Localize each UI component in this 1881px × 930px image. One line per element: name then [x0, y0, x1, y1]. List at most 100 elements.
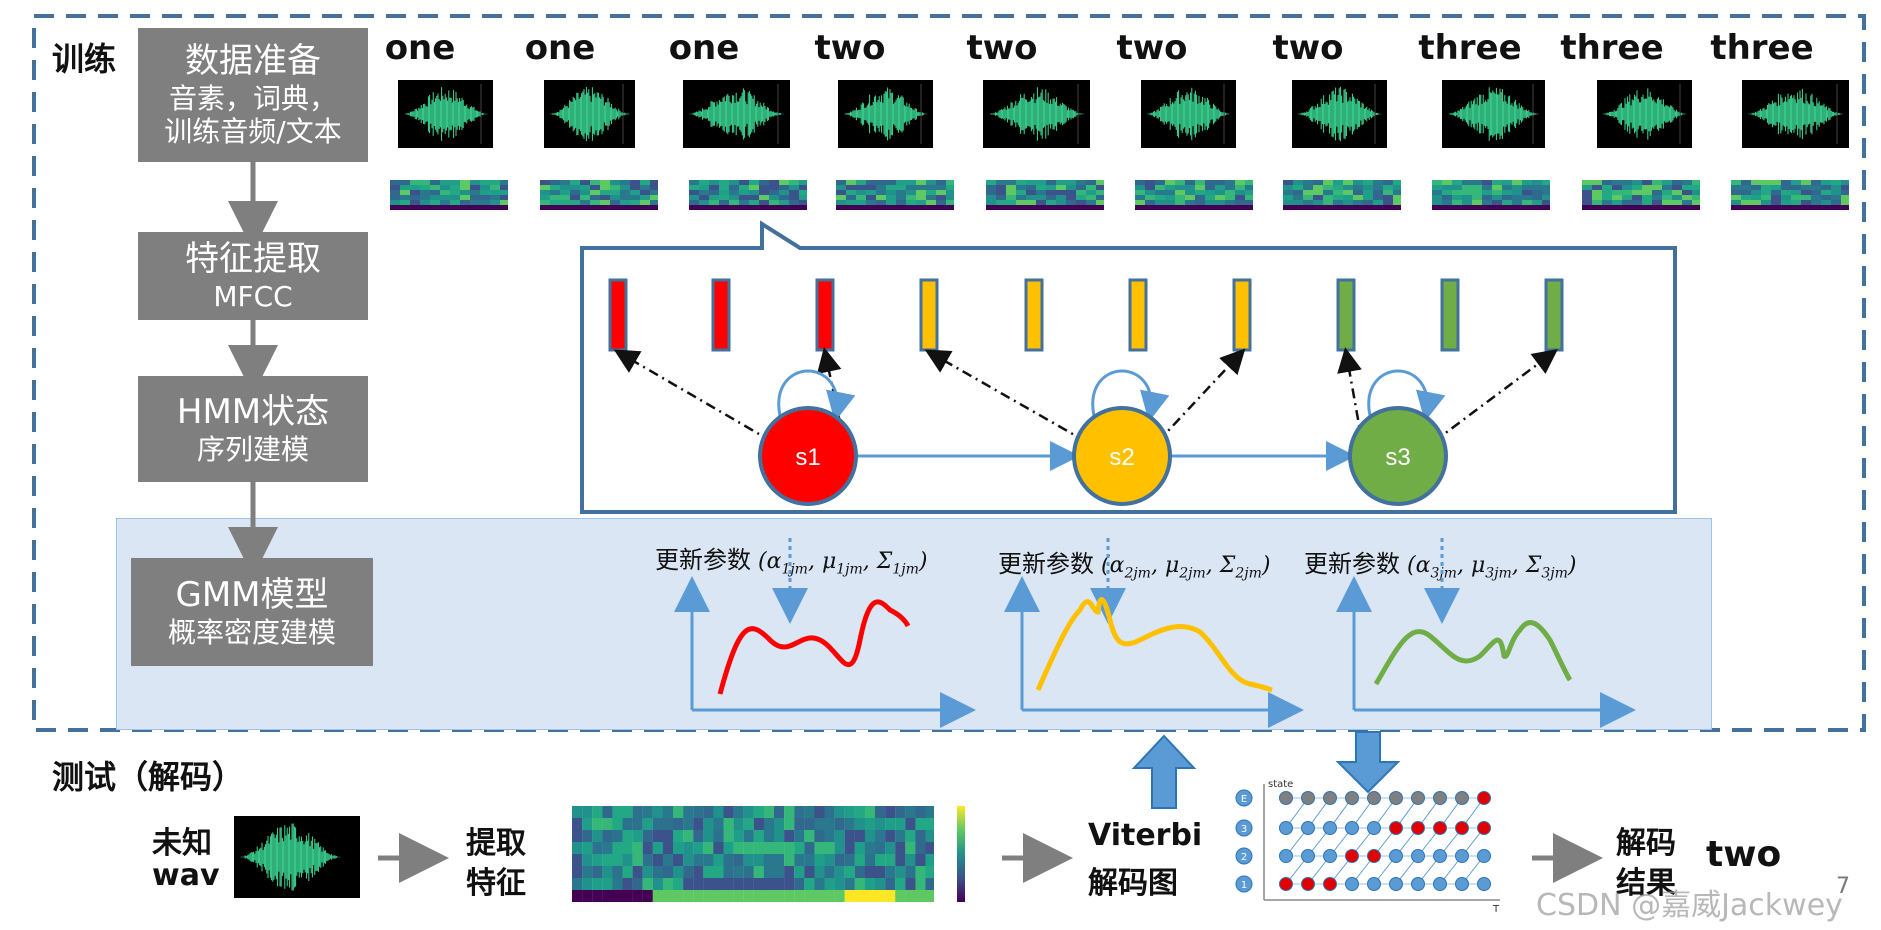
trellis-node — [1301, 849, 1315, 863]
trellis-node — [1367, 821, 1381, 835]
result-label-1: 解码 — [1616, 826, 1676, 861]
trellis-node — [1455, 821, 1469, 835]
trellis-node — [1345, 877, 1359, 891]
mfcc-thumbnail — [1731, 180, 1849, 210]
trellis-node — [1477, 791, 1491, 805]
trellis-node — [1367, 877, 1381, 891]
trellis-node — [1323, 877, 1337, 891]
trellis-node — [1433, 849, 1447, 863]
frame-bar — [1024, 278, 1044, 352]
trellis-node — [1433, 821, 1447, 835]
waveform-thumbnail — [1141, 80, 1236, 148]
waveform-thumbnail — [544, 80, 635, 148]
trellis-node — [1301, 821, 1315, 835]
trellis-node — [1411, 821, 1425, 835]
gmm-curve-2 — [1035, 597, 1273, 693]
trellis-node — [1279, 791, 1293, 805]
hmm-state-node — [758, 406, 858, 506]
trellis-node — [1323, 791, 1337, 805]
trellis-node — [1345, 821, 1359, 835]
emission-arrow — [613, 349, 773, 443]
data-prep-box: 数据准备 音素，词典， 训练音频/文本 — [138, 28, 368, 162]
data-prep-sub1: 音素，词典， — [168, 81, 337, 115]
self-loop — [1091, 369, 1170, 422]
trellis-node — [1345, 791, 1359, 805]
trellis-node — [1455, 849, 1469, 863]
hmm-title: HMM状态 — [176, 391, 330, 432]
trellis-state-node — [1235, 875, 1253, 893]
gmm-curve-1 — [717, 599, 911, 695]
waveform-thumbnail — [1292, 80, 1387, 148]
word-label: two — [966, 28, 1038, 68]
watermark: CSDN @嘉威Jackwey — [1536, 888, 1843, 923]
waveform-thumbnail — [398, 80, 493, 148]
train-label: 训练 — [52, 40, 117, 78]
word-label: one — [384, 28, 456, 68]
mfcc-thumbnail — [540, 180, 658, 210]
data-prep-sub2: 训练音频/文本 — [164, 115, 342, 149]
gmm-update-label: 更新参数 (α3jm, μ3jm, Σ3jm) — [1304, 550, 1577, 582]
waveform-thumbnail — [683, 80, 790, 148]
word-label: three — [1418, 28, 1522, 68]
frame-bar — [1128, 278, 1148, 352]
self-loop — [777, 369, 856, 422]
extract-label-1: 提取 — [466, 826, 526, 861]
hmm-state-label: s2 — [1109, 444, 1134, 471]
extract-label-2: 特征 — [466, 866, 526, 901]
trellis-node — [1279, 849, 1293, 863]
trellis-state-label: 2 — [1241, 852, 1247, 863]
mfcc-thumbnail — [986, 180, 1104, 210]
gmm-title: GMM模型 — [175, 574, 329, 615]
trellis-node — [1411, 791, 1425, 805]
trellis-node — [1389, 821, 1403, 835]
trellis-node — [1323, 849, 1337, 863]
trellis-node — [1477, 877, 1491, 891]
trellis-axis-x: T — [1493, 904, 1500, 915]
emission-arrow — [1433, 349, 1559, 443]
gmm-sub: 概率密度建模 — [167, 615, 336, 649]
result-label-2: 结果 — [1616, 866, 1676, 901]
trellis-state-node — [1235, 789, 1253, 807]
trellis-node — [1411, 877, 1425, 891]
mfcc-thumbnail — [836, 180, 954, 210]
page-number: 7 — [1836, 874, 1850, 899]
trellis-state-label: E — [1241, 794, 1247, 805]
waveform-thumbnail — [983, 80, 1090, 148]
mfcc-thumbnail — [689, 180, 807, 210]
gmm-curve-3 — [1373, 620, 1573, 686]
trellis-node — [1455, 877, 1469, 891]
word-label: one — [668, 28, 740, 68]
mfcc-thumbnail — [1582, 180, 1700, 210]
hmm-state-node — [1072, 406, 1172, 506]
trellis-node — [1367, 791, 1381, 805]
trellis-node — [1411, 849, 1425, 863]
trellis-node — [1389, 791, 1403, 805]
trellis-node — [1323, 821, 1337, 835]
word-label: three — [1710, 28, 1814, 68]
test-spectrogram — [572, 806, 934, 902]
hmm-sub: 序列建模 — [196, 432, 309, 466]
mfcc-thumbnail — [1135, 180, 1253, 210]
hmm-state-node — [1348, 406, 1448, 506]
waveform-thumbnail — [838, 80, 933, 148]
word-label: two — [1116, 28, 1188, 68]
data-prep-title: 数据准备 — [185, 41, 321, 81]
trellis-node — [1367, 849, 1381, 863]
unknown-wav-label-1: 未知 — [152, 826, 212, 861]
waveform-thumbnail — [1442, 80, 1545, 148]
trellis-node — [1477, 821, 1491, 835]
trellis-state-label: 1 — [1241, 880, 1247, 891]
feature-sub: MFCC — [213, 279, 293, 313]
trellis-axis-y: state — [1268, 779, 1294, 790]
test-label: 测试（解码） — [52, 758, 245, 796]
mfcc-thumbnail — [390, 180, 508, 210]
frame-bar — [1440, 278, 1460, 352]
trellis-state-node — [1235, 819, 1253, 837]
trellis-node — [1279, 821, 1293, 835]
gmm-update-label: 更新参数 (α1jm, μ1jm, Σ1jm) — [655, 546, 928, 578]
